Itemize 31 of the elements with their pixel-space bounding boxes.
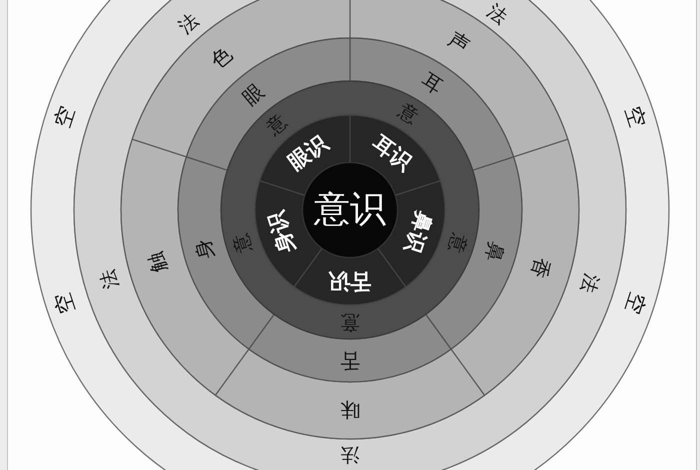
ring-label: 舌识: [329, 270, 371, 292]
ring-label: 味: [340, 400, 360, 420]
ring-label: 法: [98, 267, 122, 291]
ring-label: 鼻识: [401, 208, 434, 256]
ring-label: 触: [144, 250, 170, 274]
ring-label: 舌: [340, 351, 360, 371]
ring-label: 法: [484, 2, 510, 28]
ring-label: 眼: [238, 80, 268, 108]
ring-label: 法: [340, 444, 360, 464]
ring-label: 意: [340, 312, 360, 332]
ring-label: 鼻: [482, 239, 508, 264]
ring-label: 耳: [418, 70, 446, 98]
ring-label: 法: [175, 10, 202, 38]
ring-sector: [247, 313, 453, 383]
center-label: 意识: [314, 192, 386, 228]
ring-label: 法: [577, 271, 601, 295]
ring-label: 身识: [266, 208, 299, 256]
ring-label: 耳识: [368, 132, 415, 174]
ring-label: 空: [622, 104, 649, 130]
ring-sector: [214, 348, 486, 440]
ring-label: 空: [51, 289, 78, 316]
ring-label: 声: [445, 28, 473, 56]
ring-label: 身: [192, 236, 216, 262]
ring-label: 香: [528, 256, 554, 281]
ring-sector: [185, 37, 351, 172]
ring-label: 意: [231, 230, 255, 255]
ring-label: 空: [51, 104, 78, 130]
ring-label: 意: [445, 230, 469, 255]
ring-label: 色: [207, 42, 236, 71]
ring-label: 意: [394, 100, 421, 128]
ring-label: 空: [622, 289, 649, 316]
